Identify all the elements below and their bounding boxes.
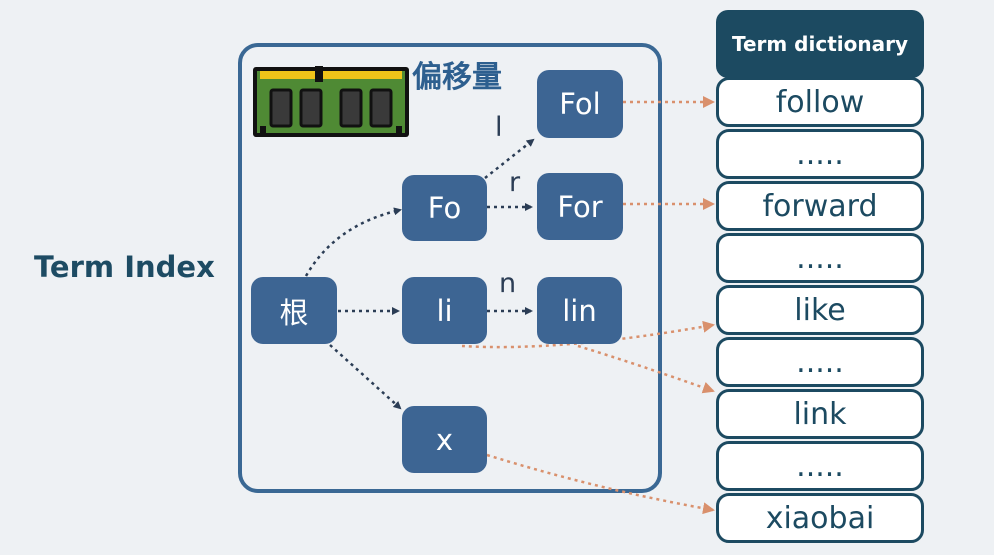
dict-row: ..... bbox=[716, 233, 924, 283]
dict-row: ..... bbox=[716, 441, 924, 491]
node-li: li bbox=[402, 277, 487, 344]
offset-label: 偏移量 bbox=[412, 60, 502, 95]
dict-row: like bbox=[716, 285, 924, 335]
node-root: 根 bbox=[251, 277, 337, 344]
node-lin: lin bbox=[537, 277, 622, 344]
memory-chip-icon bbox=[253, 66, 409, 137]
edge-label-l: l bbox=[495, 112, 503, 143]
term-index-title: Term Index bbox=[34, 250, 215, 284]
node-fol: Fol bbox=[537, 70, 623, 138]
edge-label-r: r bbox=[509, 167, 521, 198]
dict-row: ..... bbox=[716, 337, 924, 387]
dict-row: forward bbox=[716, 181, 924, 231]
dict-row: ..... bbox=[716, 129, 924, 179]
edge-label-n: n bbox=[499, 268, 517, 299]
term-dictionary-header: Term dictionary bbox=[716, 10, 924, 78]
dict-row: link bbox=[716, 389, 924, 439]
dict-row: xiaobai bbox=[716, 493, 924, 543]
node-fo: Fo bbox=[402, 175, 487, 241]
fst-frame bbox=[238, 43, 662, 493]
node-x: x bbox=[402, 406, 487, 473]
node-for: For bbox=[537, 173, 623, 240]
dict-row: follow bbox=[716, 77, 924, 127]
